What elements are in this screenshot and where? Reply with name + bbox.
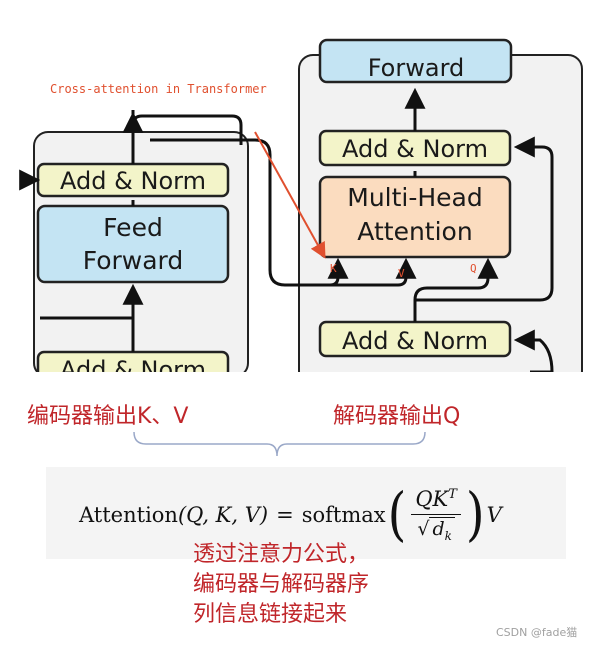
formula-lhs: Attention [79, 503, 178, 527]
explanation-note: 透过注意力公式， 编码器与解码器序 列信息链接起来 [193, 540, 369, 630]
encoder-add-norm-top-label: Add & Norm [60, 167, 206, 195]
formula-rhs: V [486, 503, 502, 527]
decoder-output-caption: 解码器输出Q [333, 404, 461, 429]
formula-equals: = [276, 503, 294, 527]
decoder-add-norm-top-label: Add & Norm [342, 135, 488, 163]
decoder-forward-top [318, 38, 513, 84]
note-line-1: 透过注意力公式， [193, 542, 370, 567]
watermark: CSDN @fade猫 [496, 626, 578, 639]
feed-forward-label-2: Forward [83, 246, 184, 275]
formula-args: (Q, K, V) [177, 503, 269, 527]
formula-numerator: QKT [411, 487, 461, 516]
formula-fraction: QKT √dk [411, 487, 461, 543]
encoder-output-caption: 编码器输出K、V [27, 404, 189, 429]
note-line-3: 列信息链接起来 [193, 602, 348, 627]
formula-left-paren: ( [387, 481, 407, 549]
label-v: V [398, 267, 405, 280]
formula-fn: softmax [301, 503, 386, 527]
cross-attention-annotation: Cross-attention in Transformer [50, 82, 267, 96]
label-q: Q [470, 262, 477, 275]
multi-head-label-2: Attention [357, 217, 472, 246]
formula-right-paren: ) [465, 481, 485, 549]
decoder-forward-top-label: Forward [368, 54, 465, 82]
feed-forward-label-1: Feed [103, 213, 163, 242]
label-k: K [330, 262, 337, 275]
attention-formula-box: Attention (Q, K, V) = softmax ( QKT √dk … [46, 467, 566, 559]
attention-formula: Attention (Q, K, V) = softmax ( QKT √dk … [79, 483, 502, 547]
formula-denominator: √dk [417, 515, 455, 543]
encoder-add-norm-bottom-label: Add & Norm [60, 356, 206, 372]
multi-head-label-1: Multi-Head [347, 183, 483, 212]
brace-connector [133, 431, 426, 457]
decoder-add-norm-bottom-label: Add & Norm [342, 327, 488, 355]
annotation-arrow [254, 131, 326, 259]
note-line-2: 编码器与解码器序 [193, 572, 370, 597]
transformer-cross-attention-diagram: Add & Norm Feed Forward Add & Norm Forwa… [19, 38, 583, 372]
